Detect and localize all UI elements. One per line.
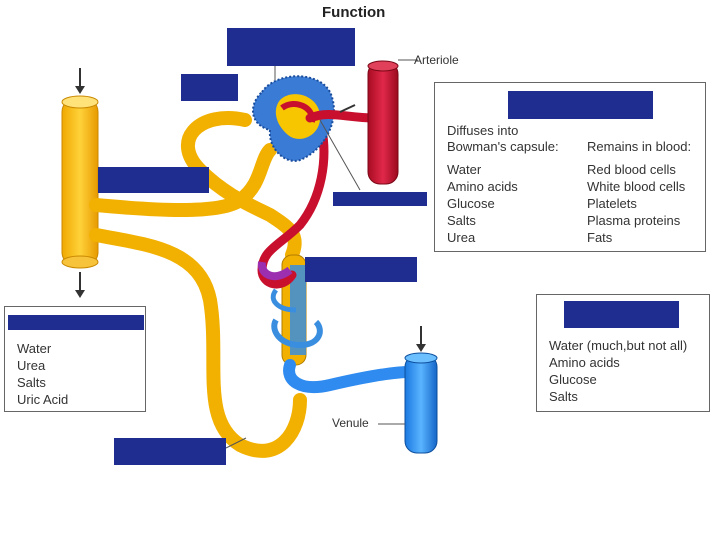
diffuses-item: Glucose <box>447 196 495 211</box>
remains-item: Fats <box>587 230 613 245</box>
efferent-arteriole <box>257 115 329 289</box>
afferent-arteriole <box>305 109 380 123</box>
excreted-item: Water <box>17 341 52 356</box>
excreted-item: Urea <box>17 358 46 373</box>
blank-label-glomerulus[interactable] <box>227 28 355 66</box>
reabsorbed-item: Amino acids <box>549 355 620 370</box>
blank-label-capsule[interactable] <box>181 74 238 101</box>
arrow-down-icon <box>75 272 85 298</box>
blank-label-collecting-duct[interactable] <box>98 167 209 193</box>
remains-item: Platelets <box>587 196 637 211</box>
arrow-down-icon <box>75 68 85 94</box>
diffuses-item: Urea <box>447 230 476 245</box>
blank-label-capillary[interactable] <box>333 192 427 206</box>
venule-label: Venule <box>332 416 369 430</box>
remains-header: Remains in blood: <box>587 139 692 154</box>
collecting-tubule <box>89 228 307 458</box>
arteriole-label: Arteriole <box>414 53 459 67</box>
remains-item: Plasma proteins <box>587 213 681 228</box>
arteriole-vessel <box>367 60 399 185</box>
diffuses-item: Amino acids <box>447 179 518 194</box>
venule-vessel <box>404 352 438 454</box>
bowmans-capsule <box>252 75 335 162</box>
diffuses-item: Water <box>447 162 482 177</box>
diffuses-header: Diffuses into Bowman's capsule: <box>447 123 559 154</box>
blank-label-loop[interactable] <box>305 257 417 282</box>
flow-arrow-icon <box>339 104 356 113</box>
excreted-item: Salts <box>17 375 46 390</box>
blank-label-excreted-header[interactable] <box>8 315 144 330</box>
arrow-down-icon <box>416 326 426 352</box>
reabsorbed-item: Glucose <box>549 372 597 387</box>
reabsorbed-item: Water (much,but not all) <box>549 338 688 353</box>
filtration-box: Diffuses into Bowman's capsule: Remains … <box>434 82 706 252</box>
remains-item: White blood cells <box>587 179 686 194</box>
blank-label-tubule[interactable] <box>114 438 226 465</box>
diffuses-item: Salts <box>447 213 476 228</box>
diagram-title: Function <box>322 4 386 21</box>
blank-label-filtration-header[interactable] <box>508 91 653 119</box>
reabsorbed-item: Salts <box>549 389 578 404</box>
proximal-tubule <box>181 111 302 262</box>
excreted-item: Uric Acid <box>17 392 69 407</box>
remains-item: Red blood cells <box>587 162 676 177</box>
blank-label-reabsorbed-header[interactable] <box>564 301 679 328</box>
peritubular-vein <box>283 359 416 394</box>
collecting-duct <box>61 95 99 269</box>
